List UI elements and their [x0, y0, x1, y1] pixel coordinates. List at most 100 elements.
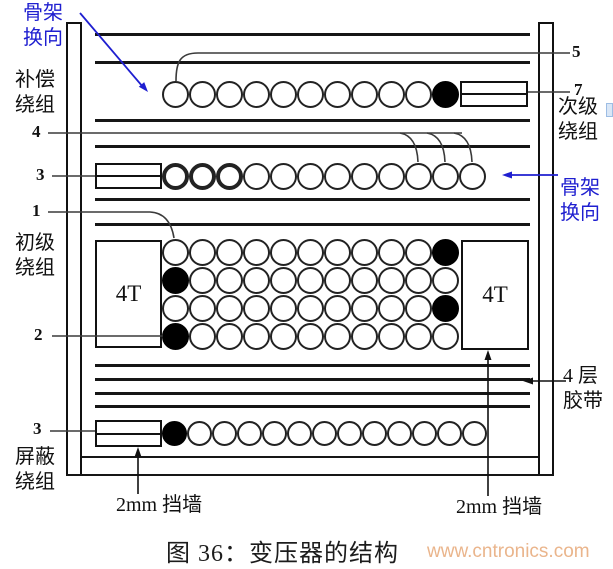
winding-turn — [351, 162, 378, 190]
winding-turn — [216, 322, 243, 350]
winding-turn — [351, 266, 378, 294]
bobbin-reverse-arrowhead-top-left — [138, 82, 148, 92]
tape-layers-label: 4 层 胶带 — [563, 365, 603, 412]
winding-turn — [243, 266, 270, 294]
winding-turn — [432, 162, 459, 190]
winding-turn — [297, 162, 324, 190]
winding-turn — [351, 294, 378, 322]
winding-turn — [378, 80, 405, 108]
tape-line — [95, 223, 530, 226]
compensation-end-wall — [460, 81, 528, 107]
winding-turn — [243, 238, 270, 266]
winding-turn — [162, 162, 189, 190]
winding-turn — [432, 266, 459, 294]
winding-turn — [189, 162, 216, 190]
winding-turn — [387, 420, 412, 446]
margin-block-right: 4T — [461, 240, 529, 350]
winding-turn — [462, 420, 487, 446]
shield-start-wall — [95, 420, 162, 447]
winding-turn — [297, 322, 324, 350]
winding-turn — [212, 420, 237, 446]
winding-turn — [405, 80, 432, 108]
winding-turn — [162, 80, 189, 108]
winding-turn — [243, 294, 270, 322]
pin-7-label: 7 — [574, 80, 583, 99]
winding-turn — [351, 322, 378, 350]
tape-line — [95, 145, 530, 148]
winding-turn — [324, 162, 351, 190]
tape-line — [95, 198, 530, 201]
winding-turn — [216, 294, 243, 322]
winding-turn — [378, 322, 405, 350]
bobbin-bottom-inner-line — [82, 456, 538, 458]
pin-4-label: 4 — [32, 122, 41, 141]
winding-turn — [378, 266, 405, 294]
winding-turn — [270, 162, 297, 190]
winding-turn — [337, 420, 362, 446]
tape-line — [95, 61, 530, 64]
winding-turn — [378, 238, 405, 266]
winding-turn — [405, 294, 432, 322]
winding-turn — [351, 80, 378, 108]
winding-turn — [189, 294, 216, 322]
margin-block-right-label: 4T — [482, 282, 508, 307]
winding-turn — [270, 80, 297, 108]
bobbin-reverse-label-top-left: 骨架 换向 — [23, 2, 63, 49]
winding-turn — [324, 294, 351, 322]
winding-turn — [297, 238, 324, 266]
winding-turn — [324, 266, 351, 294]
winding-turn — [362, 420, 387, 446]
winding-turn — [378, 162, 405, 190]
compensation-winding-label: 补偿 绕组 — [15, 69, 55, 116]
winding-turn — [162, 266, 189, 294]
winding-turn — [216, 162, 243, 190]
winding-turn — [459, 162, 486, 190]
winding-turn — [432, 238, 459, 266]
winding-turn — [405, 162, 432, 190]
winding-turn — [243, 322, 270, 350]
winding-turn — [270, 294, 297, 322]
winding-turn — [162, 322, 189, 350]
pin-3-bottom-label: 3 — [33, 419, 42, 438]
tape-line-4layer — [95, 392, 530, 395]
winding-turn — [216, 238, 243, 266]
winding-turn — [297, 80, 324, 108]
margin-block-left: 4T — [95, 240, 162, 348]
winding-turn — [216, 266, 243, 294]
margin-block-left-label: 4T — [115, 281, 142, 306]
winding-turn — [324, 238, 351, 266]
winding-turn — [189, 266, 216, 294]
winding-turn — [297, 266, 324, 294]
winding-turn — [324, 322, 351, 350]
primary-winding-label: 初级 绕组 — [15, 232, 55, 279]
watermark: www.cntronics.com — [427, 541, 590, 562]
winding-turn — [324, 80, 351, 108]
bobbin-reverse-label-right: 骨架 换向 — [560, 177, 600, 224]
wall-left-label: 2mm 挡墙 — [116, 494, 203, 516]
bobbin-reverse-arrow-top-left — [79, 12, 144, 88]
winding-turn — [189, 238, 216, 266]
bobbin-flange-left — [66, 22, 82, 476]
winding-turn — [351, 238, 378, 266]
wall-right-arrowhead — [484, 350, 492, 360]
bobbin-bottom-outer-line — [66, 474, 554, 476]
winding-turn — [432, 322, 459, 350]
pin-2-label: 2 — [34, 325, 43, 344]
pin-3-top-label: 3 — [36, 165, 45, 184]
winding-turn — [287, 420, 312, 446]
winding-turn — [237, 420, 262, 446]
tape-line-4layer — [95, 405, 530, 408]
blue-box-artifact — [606, 103, 613, 117]
tape-line-4layer — [95, 378, 530, 381]
bobbin-flange-right — [538, 22, 554, 476]
winding-turn — [405, 322, 432, 350]
winding-turn — [432, 80, 459, 108]
winding-turn — [405, 266, 432, 294]
winding-turn — [243, 80, 270, 108]
winding-turn — [312, 420, 337, 446]
wall-mid-line — [461, 93, 527, 95]
winding-turn — [162, 238, 189, 266]
winding-turn — [297, 294, 324, 322]
tape-line-4layer — [95, 364, 530, 367]
